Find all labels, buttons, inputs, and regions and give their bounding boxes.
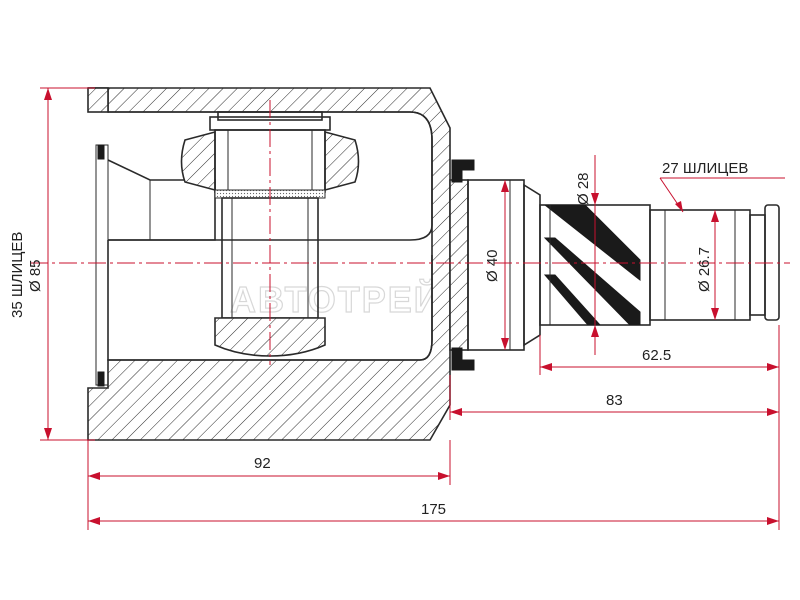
dim-diameter-28: Ø 28	[575, 155, 599, 355]
housing	[87, 87, 451, 441]
label-diameter-28: Ø 28	[575, 172, 592, 205]
dim-length-175: 175	[88, 420, 780, 530]
dim-diameter-85: 35 ШЛИЦЕВ Ø 85	[9, 87, 95, 441]
label-diameter-40: Ø 40	[484, 249, 501, 282]
dim-length-62-5: 62.5	[539, 325, 780, 375]
dim-diameter-40: Ø 40	[484, 180, 509, 350]
label-length-83: 83	[606, 392, 623, 409]
dim-length-92: 92	[87, 440, 451, 530]
label-length-62-5: 62.5	[642, 347, 671, 364]
label-diameter-85: Ø 85	[27, 259, 44, 292]
label-35-splines: 35 ШЛИЦЕВ	[9, 232, 26, 318]
label-diameter-26-7: Ø 26.7	[696, 247, 713, 292]
tripod-assembly	[180, 111, 360, 357]
label-length-175: 175	[421, 501, 446, 518]
centerlines	[30, 100, 790, 365]
stem-shaft	[539, 204, 780, 326]
label-27-splines: 27 ШЛИЦЕВ	[662, 160, 748, 177]
label-length-92: 92	[254, 455, 271, 472]
seal-neck	[449, 159, 541, 371]
leader-27-splines: 27 ШЛИЦЕВ	[659, 160, 785, 213]
dim-diameter-26-7: Ø 26.7	[696, 210, 719, 320]
watermark: АВТОТРЕЙД	[230, 278, 469, 320]
dim-length-83: 83	[449, 375, 780, 420]
